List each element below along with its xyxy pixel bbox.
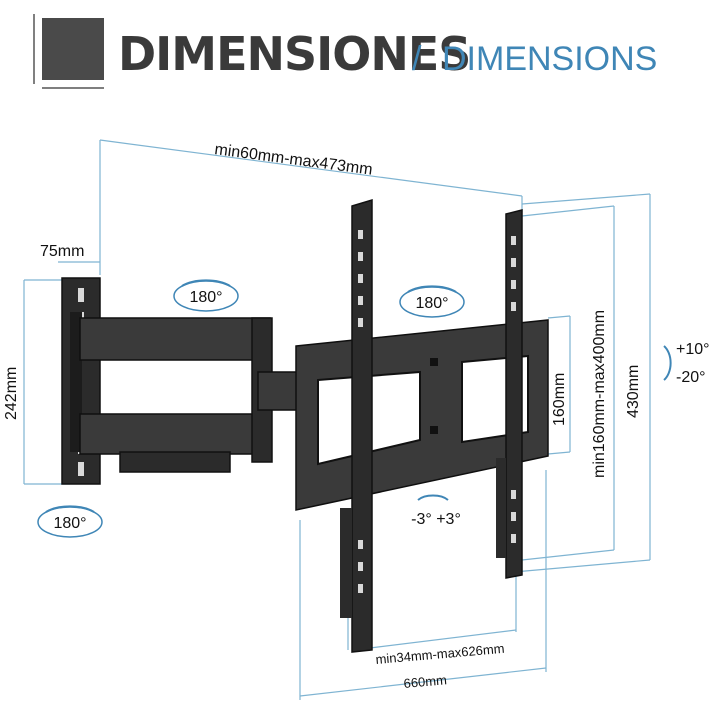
tilt-down-label: -20°	[676, 369, 706, 386]
tilt-badge: +10° -20°	[663, 341, 710, 386]
tilt-up-label: +10°	[676, 341, 710, 358]
dimensions-icon	[33, 14, 104, 89]
wall-plate-width-label: 75mm	[40, 243, 84, 260]
head-swivel-label: 180°	[415, 295, 448, 312]
bracket-height-label: 430mm	[625, 365, 642, 418]
bracket-width-label: 660mm	[403, 672, 448, 691]
vesa-vertical-small-label: 160mm	[551, 373, 568, 426]
tv-bracket	[295, 198, 549, 653]
arm-swivel-badge: 180°	[173, 279, 239, 312]
vesa-vertical-range-label: min160mm-max400mm	[591, 310, 608, 478]
title-spanish: DIMENSIONES	[118, 27, 470, 81]
width-range-label: min60mm-max473mm	[213, 141, 373, 179]
wall-plate-height-label: 242mm	[3, 367, 20, 420]
dimension-lines	[23, 139, 651, 700]
arm-swivel-label: 180°	[189, 289, 222, 306]
wall-swivel-label: 180°	[53, 515, 86, 532]
level-adjust-badge: -3° +3°	[411, 494, 461, 528]
level-adjust-label: -3° +3°	[411, 511, 461, 528]
title-separator: /	[412, 40, 422, 78]
wall-swivel-badge: 180°	[37, 505, 103, 538]
title-english: DIMENSIONS	[442, 40, 657, 78]
head-swivel-badge: 180°	[399, 285, 465, 318]
